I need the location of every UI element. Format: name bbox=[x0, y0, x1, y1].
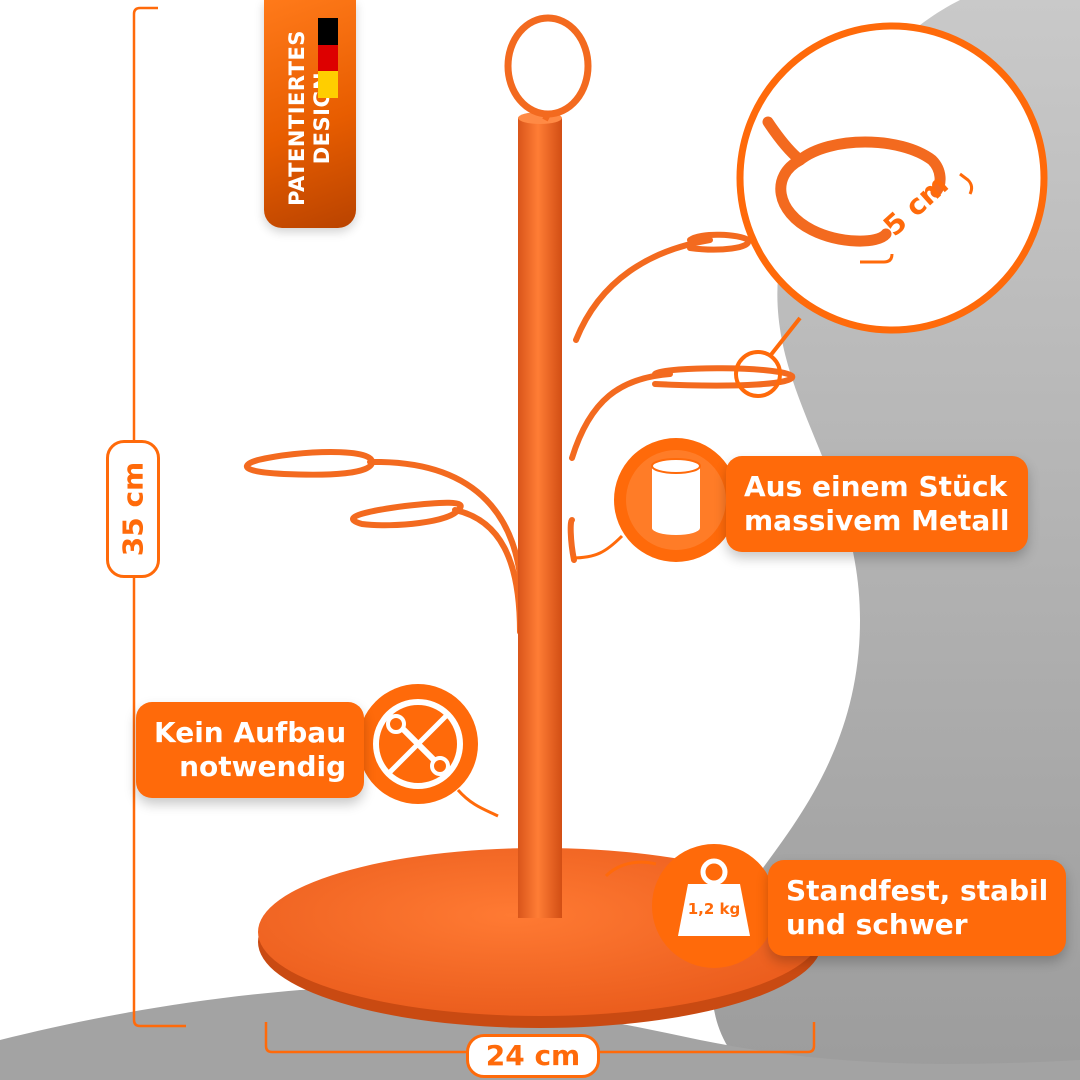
width-dimension-label: 24 cm bbox=[466, 1034, 600, 1078]
ring-right-upper bbox=[687, 231, 752, 253]
branch-left-lower bbox=[452, 507, 523, 635]
material-connector bbox=[571, 534, 624, 560]
material-line-1: Aus einem Stück bbox=[744, 470, 1008, 503]
material-line-2: massivem Metall bbox=[744, 504, 1010, 537]
top-ring bbox=[504, 14, 592, 118]
ring-highlight-circle bbox=[734, 350, 782, 398]
ring-right-lower bbox=[652, 365, 796, 389]
badge-line-1: PATENTIERTES bbox=[285, 30, 309, 206]
assembly-connector bbox=[456, 789, 499, 818]
stand-pole bbox=[518, 118, 562, 918]
height-dimension-label: 35 cm bbox=[106, 440, 160, 578]
stability-connector bbox=[604, 860, 657, 878]
stability-line-2: und schwer bbox=[786, 908, 968, 941]
weight-label: 1,2 kg bbox=[687, 900, 741, 918]
ring-left-upper bbox=[243, 449, 375, 478]
branch-left-upper bbox=[367, 458, 525, 603]
assembly-line-1: Kein Aufbau bbox=[154, 716, 347, 749]
stability-line-1: Standfest, stabil bbox=[786, 874, 1049, 907]
assembly-line-2: notwendig bbox=[179, 750, 347, 783]
branch-right-bottom bbox=[567, 517, 577, 563]
branch-right-upper bbox=[573, 237, 713, 343]
patent-badge: PATENTIERTES DESIGN bbox=[264, 0, 356, 228]
stability-callout: Standfest, stabil und schwer bbox=[768, 860, 1067, 956]
ring-left-lower bbox=[350, 499, 464, 529]
assembly-callout: Kein Aufbau notwendig bbox=[136, 702, 365, 798]
german-flag-icon bbox=[318, 18, 338, 98]
zoom-circle bbox=[736, 22, 1048, 334]
material-callout: Aus einem Stück massivem Metall bbox=[726, 456, 1028, 552]
